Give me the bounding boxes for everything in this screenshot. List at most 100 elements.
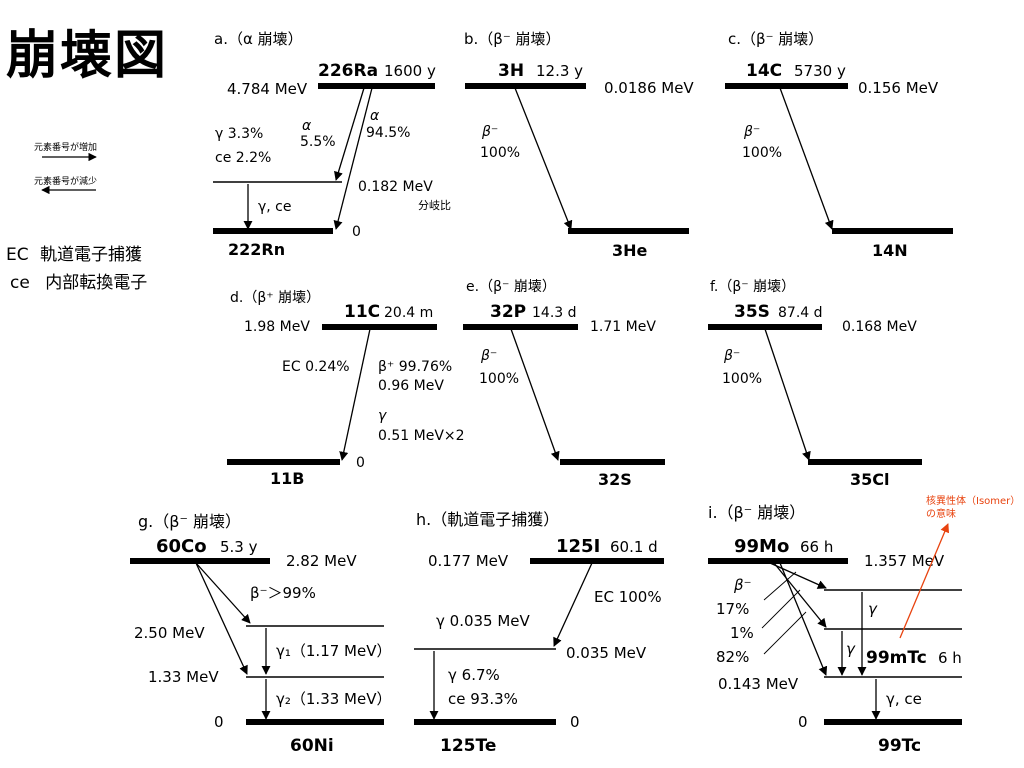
panel-e-parent: 32P [490,302,526,322]
panel-a-zero: 0 [352,224,361,240]
panel-i-title: i.（β⁻ 崩壊） [708,503,805,522]
panel-e-pct: 100% [479,371,519,387]
panel-f-title: f.（β⁻ 崩壊） [710,279,795,295]
panel-h-ec-arrow [553,562,593,647]
panel-h-parent: 125I [556,536,600,557]
panel-b-pct: 100% [480,145,520,161]
panel-h-ec: EC 100% [594,588,662,606]
panel-a-daughter: 222Rn [228,240,285,259]
panel-i-beta-arrow-1 [769,562,827,589]
panel-h-gamma-pct: γ 6.7% [448,666,500,684]
panel-g-title: g.（β⁻ 崩壊） [138,512,241,531]
panel-i-beta-arrow-3 [779,562,828,676]
panel-b-half-life: 12.3 y [536,62,583,80]
panel-a-gamma-ce: γ, ce [258,199,292,215]
abbr-ce: ce 内部転換電子 [10,268,147,293]
panel-d-beta-energy: 0.96 MeV [378,378,444,394]
panel-a-alpha-big-pct: 94.5% [366,125,410,141]
panel-a-parent: 226Ra [318,61,378,81]
panel-h-half-life: 60.1 d [610,538,658,556]
panel-i-pct-82: 82% [716,648,749,666]
panel-i-gamma-b: γ [846,640,856,658]
panel-g-beta-arrow-2 [195,562,248,675]
panel-h-parent-energy: 0.177 MeV [428,552,509,570]
panel-c-pct: 100% [742,145,782,161]
panel-e-energy: 1.71 MeV [590,319,656,335]
panel-c-beta-arrow [779,87,834,230]
panel-i-pct-1: 1% [730,624,754,642]
panel-c-daughter: 14N [872,241,908,260]
panel-f-energy: 0.168 MeV [842,319,917,335]
panel-i-level-energy: 0.143 MeV [718,675,799,693]
panel-g-level-1-energy: 2.50 MeV [134,624,205,642]
page-title: 崩壊図 [6,26,169,86]
legend-increase-label: 元素番号が増加 [34,143,98,153]
panel-d-ec: EC 0.24% [282,359,350,375]
panel-g-parent: 60Co [156,536,207,557]
panel-i-annotation-arrow [899,523,950,639]
panel-e-beta: β⁻ [480,348,497,364]
panel-i-isomer-half-life: 6 h [938,649,962,667]
panel-f-parent: 35S [734,302,770,322]
panel-d-decay-arrow [339,328,371,461]
panel-i-daughter: 99Tc [878,736,921,756]
panel-i-parent: 99Mo [734,536,789,557]
panel-b-title: b.（β⁻ 崩壊） [464,30,561,48]
panel-d-parent: 11C [344,302,380,322]
panel-d-gamma: γ [378,408,387,424]
panel-c-title: c.（β⁻ 崩壊） [728,30,823,48]
panel-h-zero: 0 [570,713,580,731]
panel-e-half-life: 14.3 d [532,305,577,321]
abbr-ce-text: 内部転換電子 [45,273,148,293]
panel-i-half-life: 66 h [800,538,833,556]
panel-d-daughter: 11B [270,469,304,488]
panel-i-beta: β⁻ [733,576,752,594]
panel-c-parent: 14C [746,61,782,81]
panel-d-half-life: 20.4 m [384,305,433,321]
panel-e-title: e.（β⁻ 崩壊） [466,279,556,295]
panel-a-half-life: 1600 y [384,62,436,80]
panel-g-beta: β⁻＞99% [250,584,316,602]
panel-e-daughter: 32S [598,470,632,489]
panel-i-leader-1 [761,589,801,629]
panel-i-isomer: 99mTc [866,648,927,668]
abbr-ec: EC 軌道電子捕獲 [6,240,142,265]
panel-g-half-life: 5.3 y [220,538,258,556]
panel-b-beta-arrow [514,87,573,230]
panel-d-beta-plus: β⁺ 99.76% [378,359,452,375]
panel-a-parent-energy: 4.784 MeV [227,80,308,98]
panel-a-branching-ratio: 分岐比 [418,199,451,212]
abbr-ec-text: 軌道電子捕獲 [40,245,143,265]
panel-i-zero: 0 [798,713,808,731]
panel-g-daughter: 60Ni [290,736,334,756]
abbr-ce-key: ce [10,273,30,293]
panel-f-half-life: 87.4 d [778,305,823,321]
panel-g-parent-energy: 2.82 MeV [286,552,357,570]
panel-a-title: a.（α 崩壊） [214,30,303,48]
panel-a-alpha-big-symbol: α [370,108,380,124]
panel-c-beta: β⁻ [743,124,760,140]
panel-b-energy: 0.0186 MeV [604,79,694,97]
panel-i-leader-17 [763,571,797,601]
panel-f-pct: 100% [722,371,762,387]
panel-f-beta-arrow [764,328,811,461]
panel-g-beta-arrow-1 [195,562,251,624]
panel-a-mid-energy: 0.182 MeV [358,179,433,195]
panel-b-beta: β⁻ [481,124,498,140]
panel-i-annotation-line-2: の意味 [926,507,956,520]
legend-decrease-label: 元素番号が減少 [34,177,98,187]
panel-a-alpha-big-arrow [333,87,373,230]
panel-d-title: d.（β⁺ 崩壊） [230,290,320,306]
panel-g-gamma-2: γ₂（1.33 MeV） [276,690,392,708]
panel-d-zero: 0 [356,455,365,471]
panel-a-ce-branch: ce 2.2% [215,150,271,166]
panel-i-gamma-a: γ [868,600,878,618]
panel-i-parent-energy: 1.357 MeV [864,552,945,570]
panel-c-half-life: 5730 y [794,62,846,80]
panel-a-alpha-small-symbol: α [302,118,312,134]
panel-d-energy: 1.98 MeV [244,319,310,335]
panel-f-daughter: 35Cl [850,470,890,489]
panel-g-level-2-energy: 1.33 MeV [148,668,219,686]
panel-f-beta: β⁻ [723,348,740,364]
